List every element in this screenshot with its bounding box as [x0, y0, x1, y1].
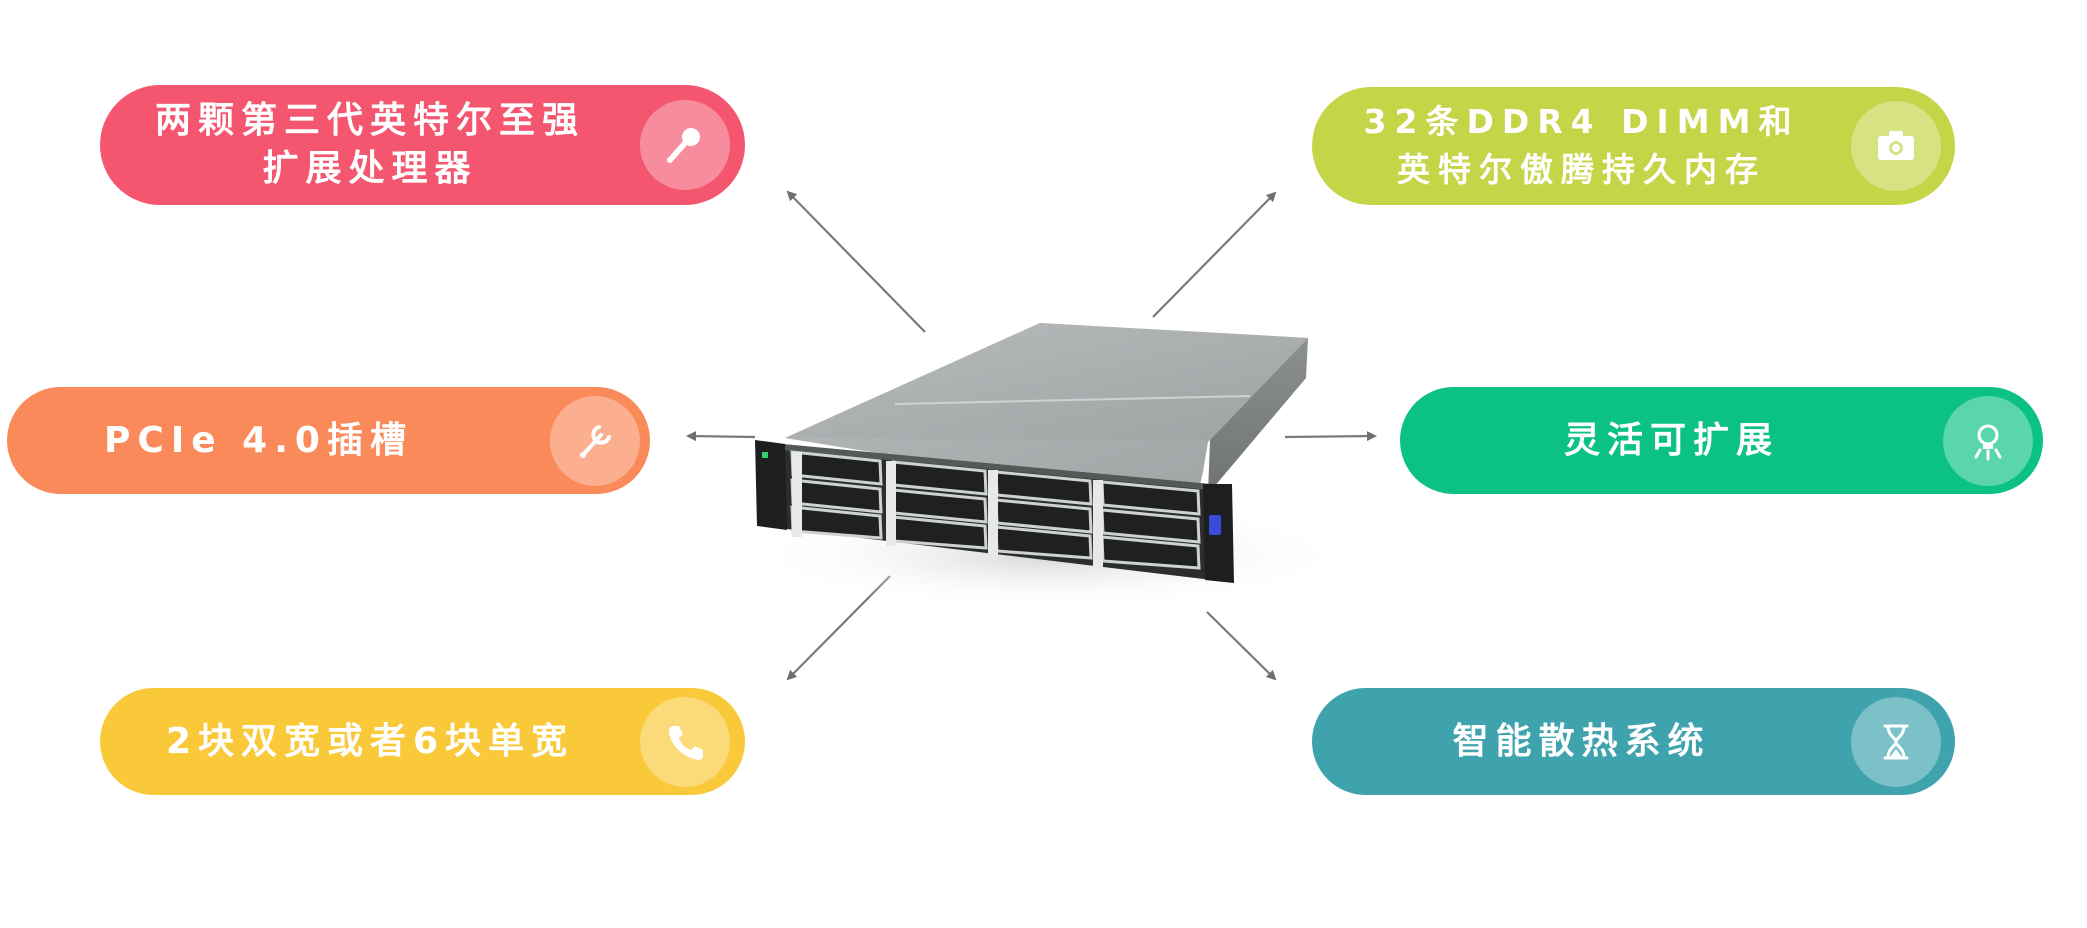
- arrow-expand: [1284, 431, 1377, 442]
- feature-pill-gpu: 2块双宽或者6块单宽: [100, 688, 745, 795]
- feature-text: 两颗第三代英特尔至强 扩展处理器: [100, 97, 640, 193]
- feature-text: 2块双宽或者6块单宽: [100, 718, 640, 766]
- icon-circle: [1943, 395, 2033, 486]
- feature-line: 两颗第三代英特尔至强: [154, 100, 585, 141]
- wrench-icon: [580, 424, 611, 458]
- feature-line: PCIe 4.0插槽: [104, 419, 413, 461]
- feature-text: 32条DDR4 DIMM和 英特尔傲腾持久内存: [1312, 98, 1851, 194]
- feature-text: 智能散热系统: [1312, 718, 1851, 766]
- arrow-memory: [1152, 191, 1277, 318]
- feature-line: 灵活可扩展: [1563, 419, 1779, 461]
- feature-pill-memory: 32条DDR4 DIMM和 英特尔傲腾持久内存: [1312, 87, 1955, 205]
- feature-line: 英特尔傲腾持久内存: [1397, 150, 1766, 189]
- feature-pill-pcie: PCIe 4.0插槽: [7, 387, 650, 494]
- feature-line: 32条DDR4 DIMM和: [1363, 102, 1800, 141]
- arrow-pcie: [686, 431, 756, 442]
- arrow-cpu: [786, 190, 926, 333]
- feature-pill-cooling: 智能散热系统: [1312, 688, 1955, 795]
- feature-line: 扩展处理器: [262, 148, 478, 189]
- lightbulb-icon: [1974, 424, 2002, 460]
- feature-pill-cpu: 两颗第三代英特尔至强 扩展处理器: [100, 85, 745, 205]
- arrow-cooling: [1206, 611, 1277, 681]
- hourglass-icon: [1883, 724, 1909, 759]
- icon-circle: [1851, 696, 1941, 787]
- feature-line: 智能散热系统: [1452, 720, 1711, 762]
- feature-pill-expand: 灵活可扩展: [1400, 387, 2043, 494]
- microphone-icon: [667, 128, 700, 163]
- icon-circle: [640, 696, 730, 787]
- icon-circle: [550, 395, 640, 486]
- icon-circle: [640, 100, 730, 190]
- feature-text: 灵活可扩展: [1400, 417, 1943, 465]
- feature-text: PCIe 4.0插槽: [7, 417, 550, 465]
- phone-icon: [669, 725, 703, 760]
- feature-line: 2块双宽或者6块单宽: [165, 720, 575, 762]
- icon-circle: [1851, 101, 1941, 191]
- camera-icon: [1878, 131, 1914, 160]
